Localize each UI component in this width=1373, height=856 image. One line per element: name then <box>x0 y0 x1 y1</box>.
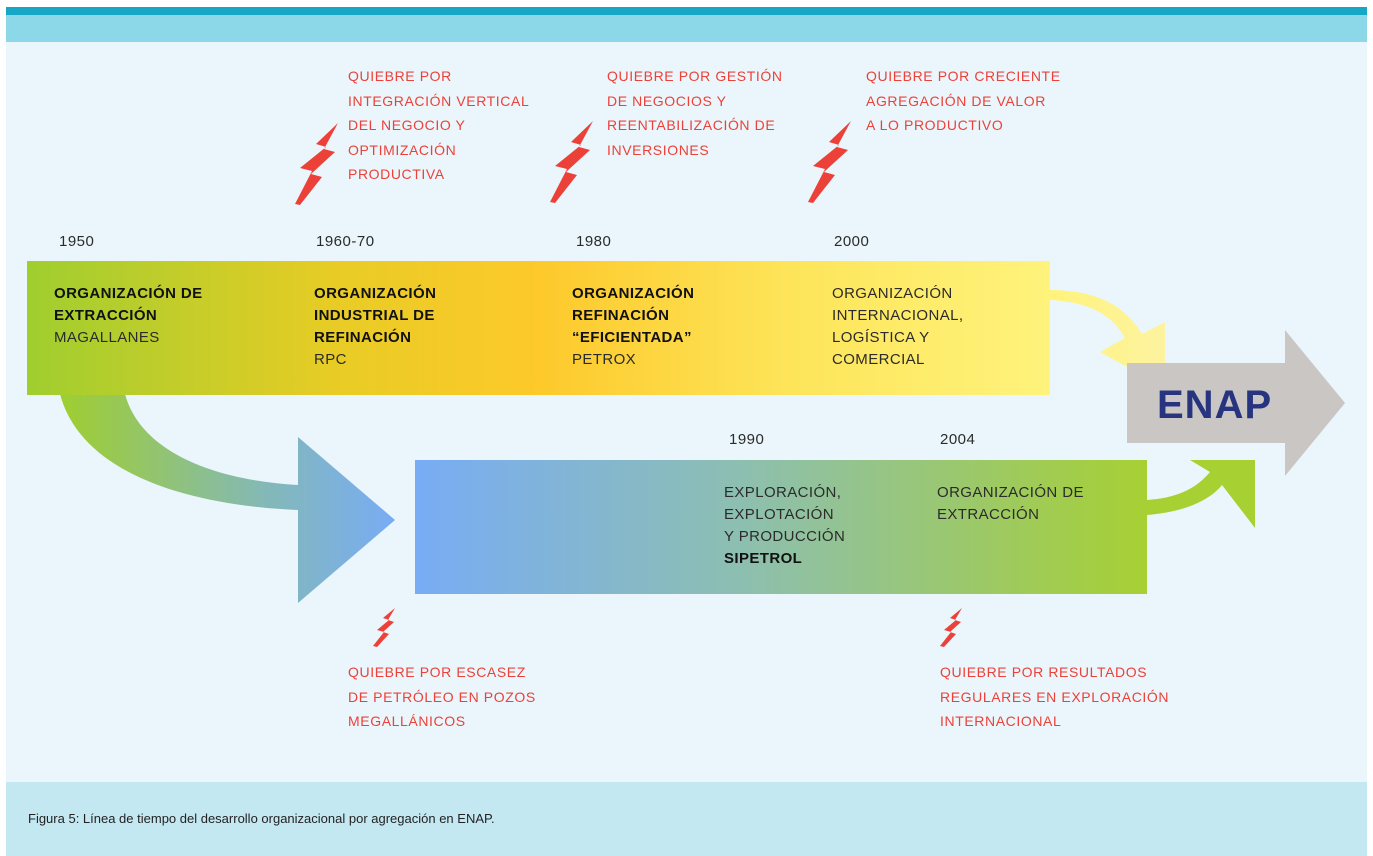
break-line: DE PETRÓLEO EN POZOS <box>348 688 536 705</box>
break-line: INTEGRACIÓN VERTICAL <box>348 92 530 109</box>
entry-subtitle: RPC <box>314 351 347 368</box>
break-line: QUIEBRE POR <box>348 68 452 84</box>
entry-text: ORGANIZACIÓN <box>832 285 953 302</box>
bolt-icon <box>295 123 338 205</box>
entry-text: ORGANIZACIÓN DE <box>937 484 1084 501</box>
break-line: A LO PRODUCTIVO <box>866 117 1004 133</box>
enap-label: ENAP <box>1157 383 1273 427</box>
break-note: QUIEBRE POR CRECIENTE AGREGACIÓN DE VALO… <box>866 64 1061 138</box>
break-line: QUIEBRE POR CRECIENTE <box>866 68 1061 84</box>
break-line: DEL NEGOCIO Y <box>348 117 466 133</box>
entry-text: EXPLOTACIÓN <box>724 506 834 523</box>
year-label: 1990 <box>729 431 765 448</box>
break-line: QUIEBRE POR ESCASEZ <box>348 664 526 680</box>
entry-text: EXPLORACIÓN, <box>724 484 842 501</box>
break-note: QUIEBRE POR GESTIÓN DE NEGOCIOS Y REENTA… <box>607 64 783 162</box>
break-line: INVERSIONES <box>607 141 710 158</box>
entry-title: ORGANIZACIÓN <box>572 285 695 302</box>
entry-text: INTERNACIONAL, <box>832 307 964 324</box>
timeline-entry: ORGANIZACIÓN DE EXTRACCIÓN <box>937 482 1084 526</box>
enap-arrow <box>1127 330 1345 476</box>
break-note: QUIEBRE POR RESULTADOS REGULARES EN EXPL… <box>940 660 1169 734</box>
timeline-entry: ORGANIZACIÓN INDUSTRIAL DE REFINACIÓN RP… <box>314 283 436 371</box>
top-timeline-bar <box>27 261 1050 395</box>
curved-arrow-to-bottom-row <box>60 394 395 603</box>
break-line: AGREGACIÓN DE VALOR <box>866 92 1046 109</box>
break-line: OPTIMIZACIÓN <box>348 141 457 158</box>
entry-title: “EFICIENTADA” <box>572 329 692 346</box>
bolt-icon <box>808 121 851 203</box>
header-band <box>6 7 1367 42</box>
break-line: DE NEGOCIOS Y <box>607 92 727 109</box>
entry-text: COMERCIAL <box>832 351 925 368</box>
bottom-timeline-bar <box>415 460 1147 594</box>
entry-title: REFINACIÓN <box>572 307 670 324</box>
year-label: 1950 <box>59 233 95 250</box>
break-line: REENTABILIZACIÓN DE <box>607 117 776 133</box>
entry-text: LOGÍSTICA Y <box>832 329 930 346</box>
entry-subtitle: PETROX <box>572 351 637 368</box>
timeline-entry: ORGANIZACIÓN INTERNACIONAL, LOGÍSTICA Y … <box>832 283 963 371</box>
break-line: MEGALLÁNICOS <box>348 713 466 729</box>
break-line: QUIEBRE POR RESULTADOS <box>940 664 1148 680</box>
entry-title: ORGANIZACIÓN DE <box>54 285 203 302</box>
break-note: QUIEBRE POR INTEGRACIÓN VERTICAL DEL NEG… <box>348 64 529 187</box>
year-label: 2000 <box>834 233 870 250</box>
bolt-icon <box>373 608 395 647</box>
year-label: 1980 <box>576 233 612 250</box>
curved-arrow-bottom-to-enap <box>1147 460 1255 528</box>
year-label: 2004 <box>940 431 976 448</box>
break-note: QUIEBRE POR ESCASEZ DE PETRÓLEO EN POZOS… <box>348 660 536 734</box>
entry-title: SIPETROL <box>724 550 803 567</box>
timeline-entry: ORGANIZACIÓN DE EXTRACCIÓN MAGALLANES <box>54 283 203 349</box>
break-line: INTERNACIONAL <box>940 713 1062 729</box>
entry-title: EXTRACCIÓN <box>54 307 158 324</box>
bolt-icon <box>940 608 962 647</box>
timeline-entry: EXPLORACIÓN, EXPLOTACIÓN Y PRODUCCIÓN SI… <box>724 482 845 570</box>
break-line: REGULARES EN EXPLORACIÓN <box>940 688 1170 705</box>
entry-title: INDUSTRIAL DE <box>314 307 435 324</box>
caption-band <box>6 782 1367 856</box>
bolt-icon <box>550 121 593 203</box>
figure-caption: Figura 5: Línea de tiempo del desarrollo… <box>28 811 495 826</box>
entry-text: Y PRODUCCIÓN <box>724 528 846 545</box>
entry-title: ORGANIZACIÓN <box>314 285 437 302</box>
timeline-entry: ORGANIZACIÓN REFINACIÓN “EFICIENTADA” PE… <box>572 283 694 371</box>
break-line: PRODUCTIVA <box>348 166 445 182</box>
break-line: QUIEBRE POR GESTIÓN <box>607 68 783 84</box>
entry-subtitle: MAGALLANES <box>54 329 160 346</box>
entry-text: EXTRACCIÓN <box>937 506 1040 523</box>
entry-title: REFINACIÓN <box>314 329 412 346</box>
year-label: 1960-70 <box>316 233 375 250</box>
